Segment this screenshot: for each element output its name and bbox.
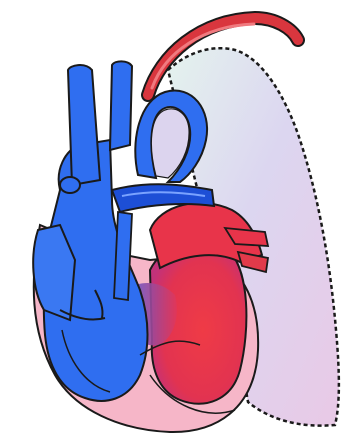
brachiocephalic-vessel <box>110 61 132 150</box>
vessel-knob <box>60 177 80 193</box>
descending-vessel <box>114 212 132 300</box>
superior-vena-cava <box>68 65 100 185</box>
